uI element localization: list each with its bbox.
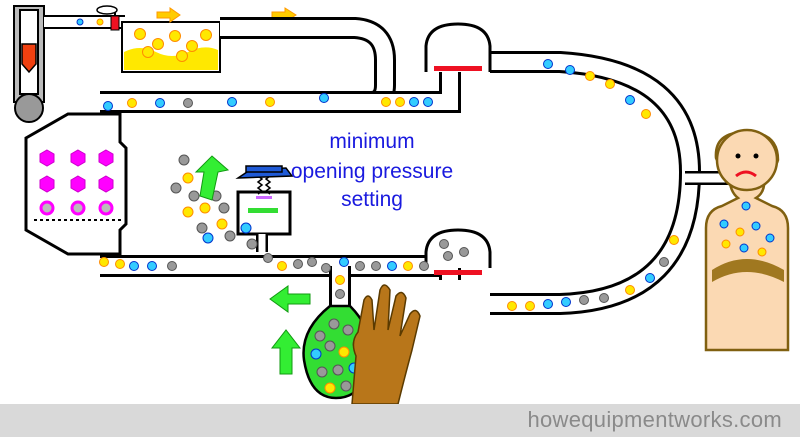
- inspiratory-one-way-valve-icon: [424, 22, 492, 72]
- flow-arrow-icon: [194, 155, 311, 375]
- footer-bar: howequipmentworks.com: [0, 404, 800, 437]
- pressure-knob-icon: [235, 165, 294, 179]
- vaporizer-icon: [121, 21, 221, 73]
- caption: minimum opening pressure setting: [291, 130, 453, 211]
- flow-control-knob-icon: [96, 5, 120, 31]
- apl-valve-icon: [235, 165, 294, 252]
- caption-line-3: setting: [341, 188, 403, 211]
- co2-absorber-icon: [24, 112, 128, 256]
- site-url: howequipmentworks.com: [527, 407, 782, 432]
- hand-icon: [351, 284, 421, 404]
- gas-particles: [99, 59, 679, 311]
- caption-line-2: opening pressure: [291, 160, 453, 183]
- breathing-circuit-diagram: minimum opening pressure setting: [13, 5, 790, 404]
- vented-gas-particles: [170, 154, 258, 250]
- patient-icon: [704, 128, 790, 352]
- fresh-gas-line: [44, 5, 125, 31]
- caption-line-1: minimum: [329, 130, 414, 153]
- flowmeter-icon: [13, 5, 45, 123]
